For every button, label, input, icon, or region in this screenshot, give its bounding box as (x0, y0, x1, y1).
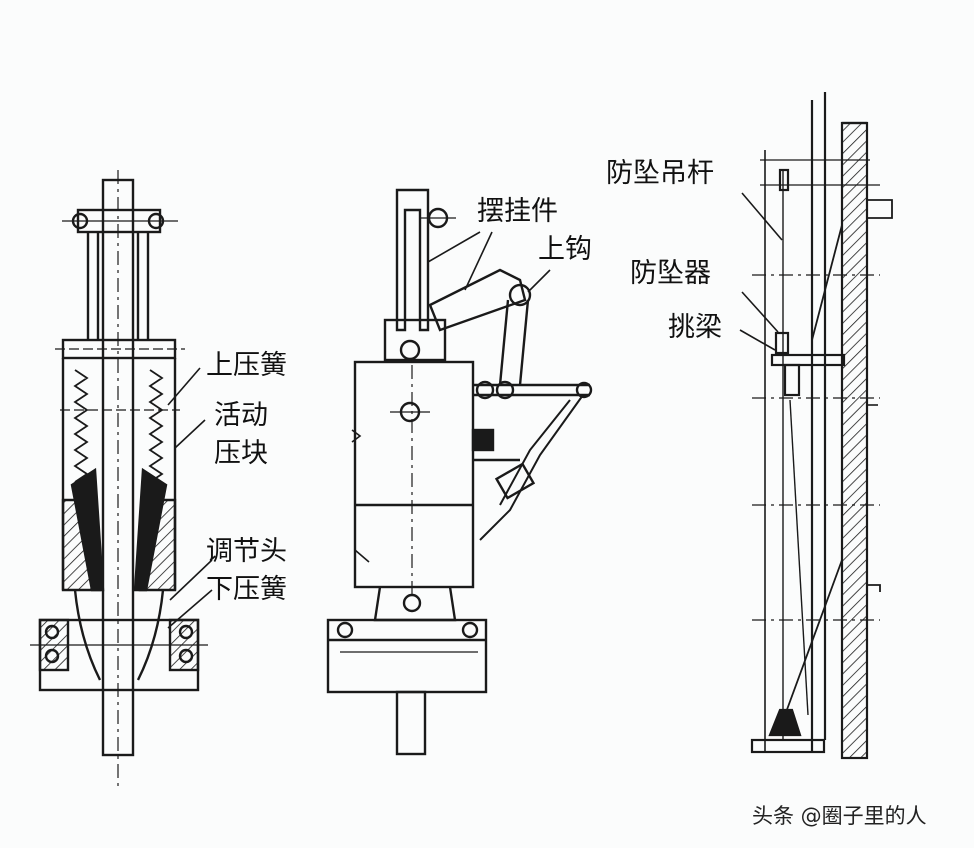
label-lower-spring: 下压簧 (206, 574, 287, 605)
upper-spring-right (148, 369, 164, 483)
label-pendulum-hanger: 摆挂件 (477, 196, 558, 227)
label-cantilever-beam: 挑梁 (668, 312, 722, 343)
label-upper-spring: 上压簧 (206, 350, 287, 381)
label-movable: 活动 (214, 400, 268, 431)
main-body (353, 360, 475, 589)
label-anti-fall-device: 防坠器 (630, 258, 711, 289)
label-anti-fall-rod: 防坠吊杆 (606, 158, 714, 189)
wedge-block-left (70, 467, 105, 592)
label-press-block: 压块 (214, 438, 268, 469)
cross-beam (770, 353, 846, 367)
hanger-plate (395, 188, 430, 332)
right-drawing (739, 92, 893, 760)
wedge-block-right (133, 467, 168, 592)
label-upper-hook: 上钩 (538, 234, 592, 265)
label-adjusting-head: 调节头 (206, 536, 287, 567)
watermark-text: 头条 @圈子里的人 (752, 804, 927, 828)
bottom-weight (768, 708, 802, 737)
hatched-wall (840, 121, 869, 760)
upper-spring-left (73, 369, 89, 483)
middle-drawing (326, 188, 593, 756)
pendulum-arm (428, 268, 527, 332)
left-drawing (30, 170, 213, 790)
arrester-device (774, 331, 790, 355)
